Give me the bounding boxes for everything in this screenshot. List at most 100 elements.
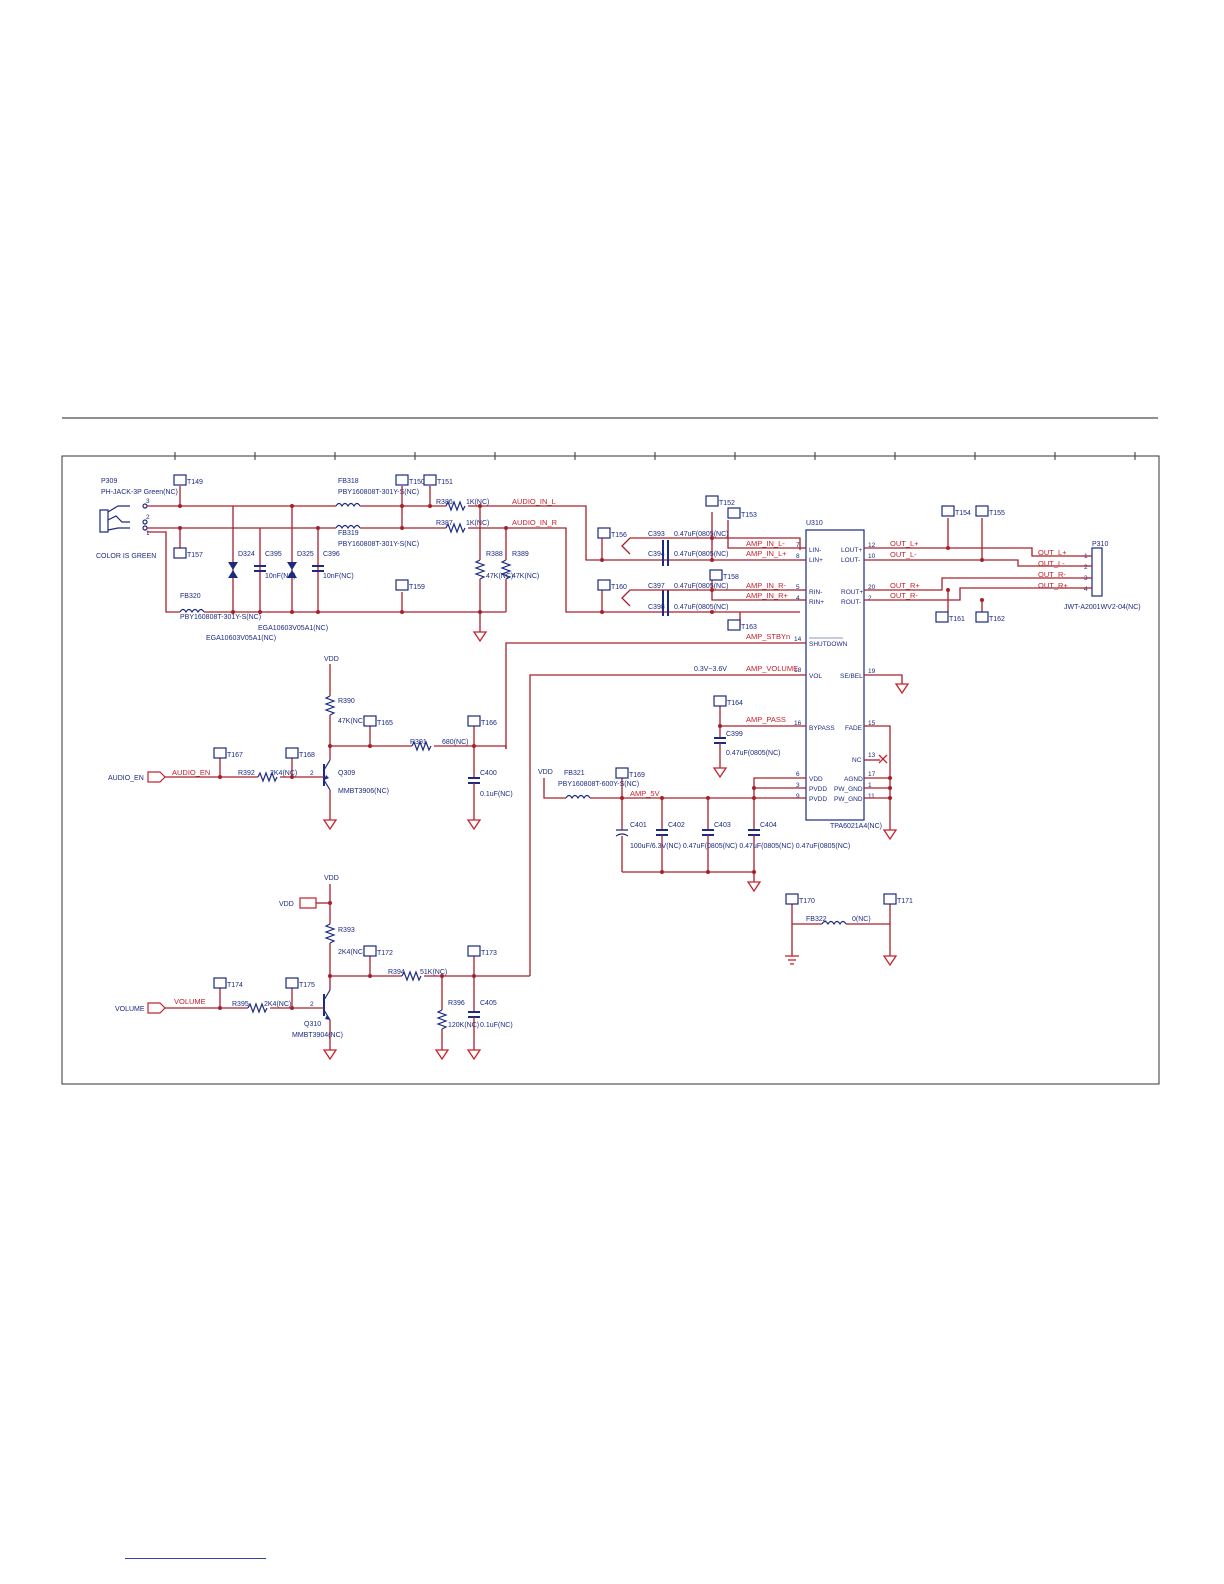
ic-pin-num-20: 20	[868, 584, 876, 591]
d325-label: D325	[297, 551, 314, 558]
net-amp-in-l-minus: AMP_IN_L-	[746, 539, 785, 548]
wire-out-r-plus	[864, 577, 1082, 591]
c403-label: C403	[714, 822, 731, 829]
testpoint-t165-label: T165	[377, 720, 393, 727]
c394-label: C394	[648, 551, 665, 558]
wire-t153	[727, 520, 800, 549]
ic-pin-num-19: 19	[868, 668, 876, 675]
wire-volume	[529, 674, 806, 976]
net-out-r-minus: OUT_R-	[890, 591, 918, 600]
q309-part-label: MMBT3906(NC)	[338, 788, 389, 795]
testpoint-t163	[727, 619, 741, 631]
testpoint-t166-label: T166	[481, 720, 497, 727]
fb319-value: PBY160808T-301Y-S(NC)	[338, 541, 419, 548]
ic-pin-vdd: VDD	[809, 776, 823, 783]
q310-label: Q310	[304, 1021, 321, 1028]
ground-symbol-1	[472, 631, 488, 643]
p310-pin-4: 4	[1084, 586, 1088, 593]
testpoint-t166	[467, 715, 481, 727]
testpoint-t170	[785, 893, 799, 905]
q309-transistor	[323, 759, 331, 791]
testpoint-t156	[597, 527, 611, 539]
wire-fade-gnd	[864, 725, 891, 830]
coupling-caps	[662, 540, 669, 616]
testpoint-t175	[285, 977, 299, 989]
fb321-value: PBY160808T-600Y-S(NC)	[558, 781, 639, 788]
r390-resistor	[324, 695, 336, 716]
r390-value: 47K(NC)	[338, 718, 365, 725]
ic-pin-rin-plus: RIN+	[809, 599, 824, 606]
wire-c397-arrow	[621, 589, 640, 607]
r394-label: R394	[388, 969, 405, 976]
testpoint-t159	[395, 579, 409, 591]
junction-dots-outputs	[946, 546, 984, 602]
ic-pin-num-9: 9	[796, 793, 800, 800]
fb322-label: FB322	[806, 916, 827, 923]
c404-label: C404	[760, 822, 777, 829]
testpoint-t160-label: T160	[611, 584, 627, 591]
ic-pin-lin-minus: LIN-	[809, 547, 821, 554]
frame-ticks	[174, 452, 1136, 460]
junction-dots-supply	[620, 786, 756, 874]
testpoint-t167-label: T167	[227, 752, 243, 759]
ic-pin-bypass: BYPASS	[809, 725, 835, 732]
c396-label: C396	[323, 551, 340, 558]
testpoint-t165	[363, 715, 377, 727]
net-amp-5v: AMP_5V	[630, 789, 660, 798]
ega-label-2: EGA10603V05A1(NC)	[206, 635, 276, 642]
ic-pin-vol: VOL	[809, 673, 822, 680]
u310-label: U310	[806, 520, 823, 527]
wire-audio-in-r	[468, 527, 800, 613]
junction-dots-q309	[328, 744, 476, 748]
ic-pin-num-11: 11	[868, 793, 875, 800]
fb321-inductor	[565, 794, 591, 800]
ground-symbol-ic	[882, 829, 898, 841]
ic-pin-num-17: 17	[868, 771, 876, 778]
p310-pin-2: 2	[1084, 564, 1088, 571]
r392-value: 2K4(NC)	[270, 770, 297, 777]
ic-pin-pw-gnd-1: PW_GND	[834, 786, 863, 793]
junction-dots-audio-en	[218, 775, 294, 779]
testpoint-t164	[713, 695, 727, 707]
r391-resistor	[411, 740, 432, 752]
net-out-l-minus: OUT_L-	[890, 550, 917, 559]
testpoint-t175-label: T175	[299, 982, 315, 989]
c396-value: 10nF(NC)	[323, 573, 354, 580]
wire-c393	[640, 537, 801, 550]
c393-value: 0.47uF(0805(NC)	[674, 531, 728, 538]
r391-label: R391	[410, 739, 427, 746]
ground-symbol-c400	[466, 819, 482, 831]
r387-label: R387	[436, 520, 453, 527]
p310-connector-body	[1091, 547, 1103, 597]
net-amp-volume: AMP_VOLUME	[746, 664, 798, 673]
volume-port-label: VOLUME	[115, 1006, 145, 1013]
wire-c393-arrow	[621, 537, 640, 555]
ic-pin-num-6: 6	[796, 771, 800, 778]
testpoint-t150-label: T150	[409, 479, 425, 486]
ground-symbol-c405	[466, 1049, 482, 1061]
ic-pin-num-3: 3	[796, 782, 800, 789]
ic-pin-pvdd-2: PVDD	[809, 796, 827, 803]
ic-pin-num-2: 2	[868, 595, 872, 602]
footer-link-underline[interactable]	[125, 1558, 266, 1559]
testpoint-t174	[213, 977, 227, 989]
testpoint-t153-label: T153	[741, 512, 757, 519]
c400-label: C400	[480, 770, 497, 777]
r388-resistor	[474, 559, 486, 580]
wire-fb322-right	[846, 923, 891, 956]
c395-value: 10nF(NC)	[265, 573, 296, 580]
ic-pin-se-bel: SE/BEL	[840, 673, 863, 680]
q310-transistor	[323, 989, 331, 1021]
testpoint-t153	[727, 507, 741, 519]
c397-value: 0.47uF(0805(NC)	[674, 583, 728, 590]
r393-label: R393	[338, 927, 355, 934]
net-audio-en: AUDIO_EN	[172, 768, 210, 777]
wire-vdd-supply	[543, 778, 566, 799]
r386-label: R386	[436, 499, 453, 506]
jack-part-label: PH-JACK-3P Green(NC)	[101, 489, 178, 496]
testpoint-t151-label: T151	[437, 479, 453, 486]
ic-pin-num-14: 14	[794, 636, 802, 643]
r389-value: 47K(NC)	[512, 573, 539, 580]
c405-label: C405	[480, 1000, 497, 1007]
testpoint-t160	[597, 579, 611, 591]
